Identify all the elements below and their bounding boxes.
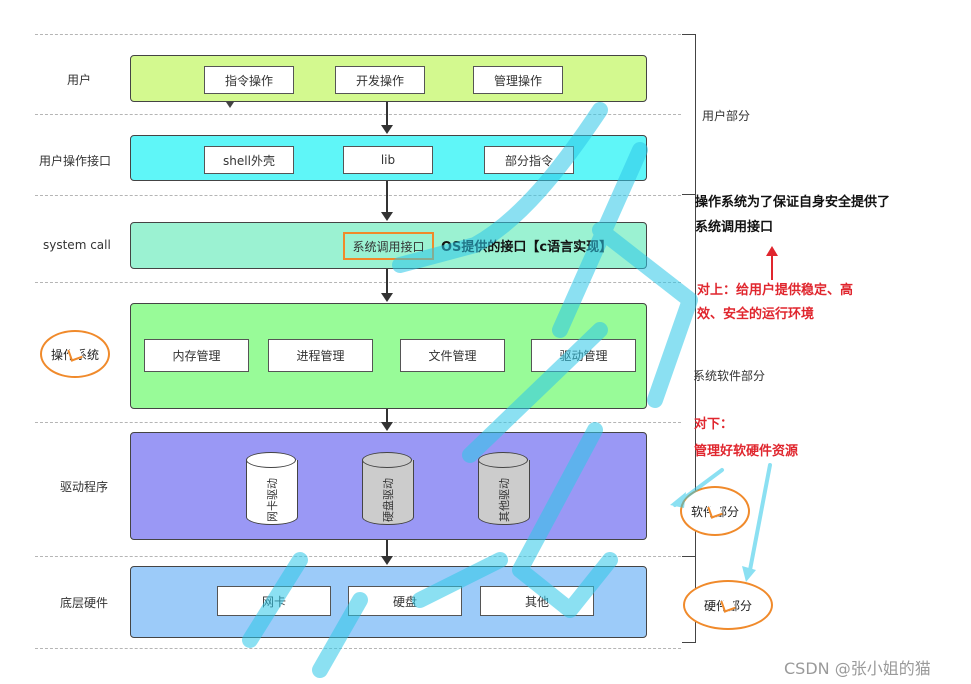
separator	[35, 34, 681, 35]
os-label-bubble: 操作系统	[40, 330, 110, 378]
row-label-hardware: 底层硬件	[60, 596, 109, 610]
layer-os: 内存管理 进程管理 文件管理 驱动管理	[130, 303, 647, 409]
flow-arrow	[381, 409, 393, 431]
row-label-os: 操作系统	[50, 347, 99, 362]
layer-item: 内存管理	[144, 339, 249, 372]
separator	[35, 282, 681, 283]
driver-label: 硬盘驱动	[382, 478, 395, 522]
layer-item: 驱动管理	[531, 339, 636, 372]
layer-item: shell外壳	[204, 146, 294, 174]
separator	[35, 195, 681, 196]
driver-label: 网卡驱动	[266, 478, 279, 522]
flow-arrow	[381, 102, 393, 134]
layer-item: lib	[343, 146, 433, 174]
user-part-label: 用户部分	[702, 109, 751, 123]
layer-item: 管理操作	[473, 66, 563, 94]
hardware-part-bubble: 硬件部分	[683, 580, 773, 630]
layer-item: 其他	[480, 586, 594, 616]
syscall-interface-box: 系统调用接口	[343, 232, 434, 260]
software-part-bubble: 软件部分	[680, 486, 750, 536]
layer-item: 网卡	[217, 586, 331, 616]
separator	[35, 422, 681, 423]
flow-arrow	[381, 181, 393, 221]
syscall-note: OS提供的接口【c语言实现】	[441, 240, 613, 255]
row-label-driver: 驱动程序	[60, 480, 109, 494]
layer-item: 指令操作	[204, 66, 294, 94]
down-annotation-line1: 对下：	[694, 417, 734, 432]
bracket-tick-hardware	[682, 556, 696, 557]
driver-label: 其他驱动	[498, 478, 511, 522]
bracket-tick-software	[682, 194, 696, 195]
row-label-system-call: system call	[43, 238, 111, 252]
layer-item: 文件管理	[400, 339, 505, 372]
layer-user-interface: shell外壳 lib 部分指令	[130, 135, 647, 181]
layer-hardware: 网卡 硬盘 其他	[130, 566, 647, 638]
separator	[35, 114, 681, 115]
up-annotation-line2: 效、安全的运行环境	[697, 307, 815, 322]
watermark: CSDN @张小姐的猫	[784, 659, 931, 678]
os-purpose-line2: 系统调用接口	[695, 220, 774, 235]
row-label-user: 用户	[67, 73, 92, 87]
flow-arrow	[381, 269, 393, 302]
small-arrow	[226, 102, 234, 108]
layer-item: 硬盘	[348, 586, 462, 616]
down-annotation-line2: 管理好软硬件资源	[694, 444, 799, 459]
layer-item: 开发操作	[335, 66, 425, 94]
flow-arrow	[381, 540, 393, 565]
red-up-arrow	[771, 252, 773, 280]
right-bracket	[682, 34, 696, 643]
os-purpose-line1: 操作系统为了保证自身安全提供了	[695, 195, 891, 210]
up-annotation-line1: 对上：给用户提供稳定、高	[697, 283, 854, 298]
layer-user: 指令操作 开发操作 管理操作	[130, 55, 647, 102]
row-label-user-interface: 用户操作接口	[39, 154, 112, 168]
layer-driver: 网卡驱动 硬盘驱动 其他驱动	[130, 432, 647, 540]
layer-item: 部分指令	[484, 146, 574, 174]
separator	[35, 556, 681, 557]
red-up-arrow-head	[766, 246, 778, 256]
separator	[35, 648, 681, 649]
layer-item: 进程管理	[268, 339, 373, 372]
software-part-label: 软件部分	[690, 504, 739, 519]
hardware-part-label: 硬件部分	[703, 598, 752, 613]
system-software-part-label: 系统软件部分	[693, 369, 766, 383]
